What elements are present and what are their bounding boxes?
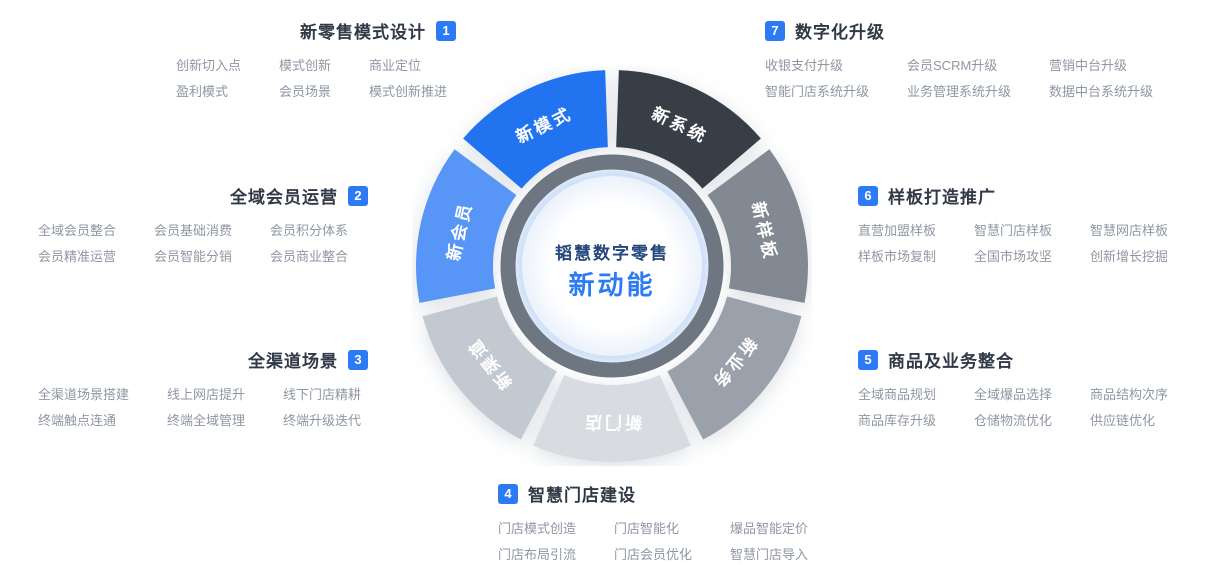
wheel-segment-5 (422, 296, 557, 440)
section-header: 新零售模式设计 1 (176, 18, 456, 43)
section-smart-store-construction: 4 智慧门店建设 门店模式创造 门店智能化 爆品智能定价 门店布局引流 门店会员… (498, 481, 838, 562)
section-number-badge: 5 (858, 349, 878, 370)
section-title: 全域会员运营 (230, 188, 338, 207)
section-item: 直营加盟样板 (858, 223, 937, 238)
center-subtitle: 新动能 (568, 270, 655, 300)
section-item: 供应链优化 (1090, 413, 1156, 428)
section-header: 6 样板打造推广 (858, 183, 1203, 208)
section-items: 全域会员整合 会员基础消费 会员积分体系 会员精准运营 会员智能分销 会员商业整… (38, 223, 368, 264)
section-new-retail-model-design: 新零售模式设计 1 创新切入点 模式创新 商业定位 盈利模式 会员场景 模式创新… (176, 18, 456, 99)
section-item: 全域会员整合 (38, 223, 117, 238)
section-item: 会员智能分销 (154, 249, 233, 264)
section-number-badge: 1 (436, 20, 456, 41)
wheel-segment-7 (463, 70, 608, 189)
wheel-segment-4 (533, 374, 691, 463)
section-item: 门店布局引流 (498, 547, 577, 562)
section-item: 业务管理系统升级 (907, 84, 1012, 99)
section-title: 全渠道场景 (248, 352, 338, 371)
section-omni-member-operation: 全域会员运营 2 全域会员整合 会员基础消费 会员积分体系 会员精准运营 会员智… (38, 183, 368, 264)
section-item: 会员积分体系 (270, 223, 349, 238)
section-item: 创新切入点 (176, 58, 242, 73)
section-number-badge: 2 (348, 185, 368, 206)
section-item: 门店智能化 (614, 521, 680, 536)
section-item: 收银支付升级 (765, 58, 844, 73)
section-item: 会员场景 (279, 84, 332, 99)
section-omni-channel-scene: 全渠道场景 3 全渠道场景搭建 线上网店提升 线下门店精耕 终端触点连通 终端全… (38, 347, 368, 428)
section-item: 智能门店系统升级 (765, 84, 870, 99)
section-title: 数字化升级 (795, 23, 885, 42)
section-header: 7 数字化升级 (765, 18, 1185, 43)
section-number-badge: 6 (858, 185, 878, 206)
section-item: 营销中台升级 (1049, 58, 1128, 73)
section-header: 5 商品及业务整合 (858, 347, 1203, 372)
section-item: 门店会员优化 (614, 547, 693, 562)
section-number-badge: 3 (348, 349, 368, 370)
section-item: 商品结构次序 (1090, 387, 1169, 402)
section-item: 数据中台系统升级 (1049, 84, 1154, 99)
section-item: 会员精准运营 (38, 249, 117, 264)
section-header: 4 智慧门店建设 (498, 481, 838, 506)
section-item: 智慧门店样板 (974, 223, 1053, 238)
section-item: 终端触点连通 (38, 413, 117, 428)
section-items: 全渠道场景搭建 线上网店提升 线下门店精耕 终端触点连通 终端全域管理 终端升级… (38, 387, 368, 428)
section-item: 全渠道场景搭建 (38, 387, 130, 402)
section-item: 仓储物流优化 (974, 413, 1053, 428)
section-items: 直营加盟样板 智慧门店样板 智慧网店样板 样板市场复制 全国市场攻坚 创新增长挖… (858, 223, 1203, 264)
section-item: 模式创新推进 (369, 84, 448, 99)
section-digital-upgrade: 7 数字化升级 收银支付升级 会员SCRM升级 营销中台升级 智能门店系统升级 … (765, 18, 1185, 99)
section-item: 商业定位 (369, 58, 422, 73)
section-items: 门店模式创造 门店智能化 爆品智能定价 门店布局引流 门店会员优化 智慧门店导入 (498, 521, 838, 562)
section-model-promotion: 6 样板打造推广 直营加盟样板 智慧门店样板 智慧网店样板 样板市场复制 全国市… (858, 183, 1203, 264)
section-item: 会员基础消费 (154, 223, 233, 238)
wheel-segment-label: 新门店 (582, 413, 642, 433)
section-item: 创新增长挖掘 (1090, 249, 1169, 264)
section-item: 智慧网店样板 (1090, 223, 1169, 238)
section-item: 商品库存升级 (858, 413, 937, 428)
section-items: 收银支付升级 会员SCRM升级 营销中台升级 智能门店系统升级 业务管理系统升级… (765, 58, 1185, 99)
section-title: 样板打造推广 (888, 188, 996, 207)
section-item: 盈利模式 (176, 84, 229, 99)
section-item: 样板市场复制 (858, 249, 937, 264)
section-item: 爆品智能定价 (730, 521, 809, 536)
section-item: 会员商业整合 (270, 249, 349, 264)
section-item: 线上网店提升 (167, 387, 246, 402)
wheel-segment-3 (667, 296, 802, 440)
wheel-segment-1 (616, 70, 761, 189)
wheel-segment-2 (707, 149, 808, 303)
section-number-badge: 4 (498, 483, 518, 504)
section-item: 终端升级迭代 (283, 413, 362, 428)
section-item: 线下门店精耕 (283, 387, 362, 402)
wheel-segment-6 (416, 149, 517, 303)
center-title: 韬慧数字零售 (555, 243, 669, 263)
section-number-badge: 7 (765, 20, 785, 41)
section-goods-business-integration: 5 商品及业务整合 全域商品规划 全域爆品选择 商品结构次序 商品库存升级 仓储… (858, 347, 1203, 428)
section-title: 商品及业务整合 (888, 352, 1014, 371)
section-item: 门店模式创造 (498, 521, 577, 536)
section-item: 会员SCRM升级 (907, 58, 998, 73)
section-item: 模式创新 (279, 58, 332, 73)
section-item: 智慧门店导入 (730, 547, 809, 562)
section-item: 全国市场攻坚 (974, 249, 1053, 264)
section-item: 终端全域管理 (167, 413, 246, 428)
section-item: 全域商品规划 (858, 387, 937, 402)
center-circle (522, 176, 702, 356)
section-header: 全域会员运营 2 (38, 183, 368, 208)
section-items: 创新切入点 模式创新 商业定位 盈利模式 会员场景 模式创新推进 (176, 58, 456, 99)
section-items: 全域商品规划 全域爆品选择 商品结构次序 商品库存升级 仓储物流优化 供应链优化 (858, 387, 1203, 428)
center-ring (500, 154, 724, 378)
section-item: 全域爆品选择 (974, 387, 1053, 402)
section-title: 新零售模式设计 (300, 23, 426, 42)
section-title: 智慧门店建设 (528, 486, 636, 505)
section-header: 全渠道场景 3 (38, 347, 368, 372)
